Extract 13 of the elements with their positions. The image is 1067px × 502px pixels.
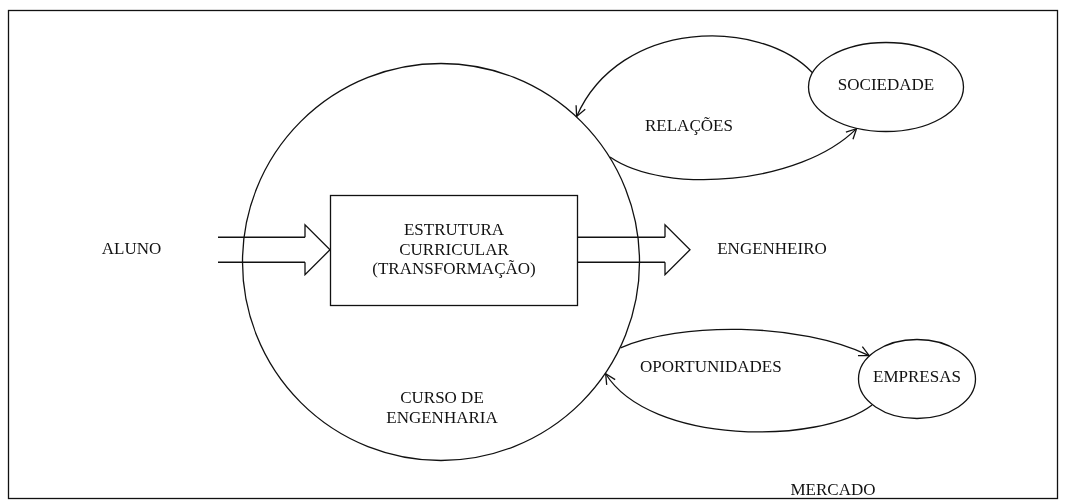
- node-text: SOCIEDADE: [836, 75, 936, 95]
- curved-arrow: [605, 373, 873, 433]
- node-label: ENGENHEIRO: [716, 239, 828, 259]
- node-text: ESTRUTURA CURRICULAR (TRANSFORMAÇÃO): [371, 220, 537, 279]
- node-label: ALUNO: [100, 239, 163, 259]
- relation-label: OPORTUNIDADES: [640, 357, 782, 377]
- node-text: CURSO DE ENGENHARIA: [385, 388, 499, 428]
- curved-arrow: [609, 128, 858, 181]
- node-text: MERCADO: [789, 480, 877, 500]
- relation-label: RELAÇÕES: [645, 116, 733, 136]
- curved-arrow: [576, 35, 813, 118]
- curved-arrow: [619, 328, 870, 357]
- node-text: EMPRESAS: [872, 367, 962, 387]
